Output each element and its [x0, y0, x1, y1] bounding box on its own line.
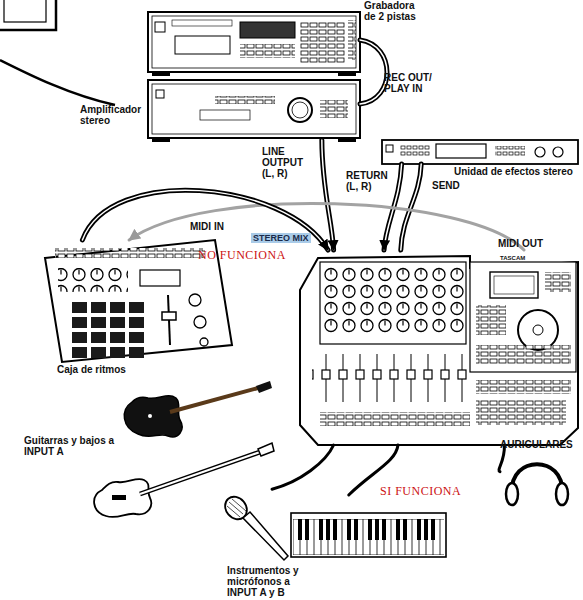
device-label: Caja de ritmos — [57, 364, 177, 375]
audio-cable — [322, 140, 334, 250]
device-label: Guitarras y bajos a INPUT A — [24, 435, 124, 457]
connection-label: MIDI OUT — [498, 238, 558, 249]
guitars-group: Guitarras y bajos a INPUT A — [20, 380, 272, 520]
cable-line — [129, 203, 524, 250]
cable-line — [384, 164, 402, 250]
cable-line — [384, 164, 402, 250]
audio-cable — [360, 40, 387, 104]
cable-line — [82, 190, 328, 250]
device-label: Unidad de efectos stereo — [454, 166, 583, 177]
arrow-head — [322, 140, 334, 250]
cable-line — [360, 40, 387, 104]
port-label: MIDI IN — [190, 221, 224, 232]
mic-keyboard-group: Instrumentos y micrófonos a INPUT A y B — [225, 495, 450, 600]
cable-line — [82, 190, 328, 250]
audio-cable — [384, 164, 402, 250]
midi-cable — [129, 203, 524, 250]
cable-line — [360, 40, 387, 104]
arrow-head — [360, 40, 387, 104]
status-note: SI FUNCIONA — [380, 484, 461, 499]
arrow-head — [401, 164, 421, 250]
recorder-device: Grabadora de 2 pistas — [148, 12, 360, 74]
headphones-device: AURICULARES — [500, 442, 578, 508]
connection-label: LINE OUTPUT (L, R) — [262, 146, 318, 179]
cable-line — [401, 164, 421, 250]
device-label: Instrumentos y micrófonos a INPUT A y B — [227, 565, 313, 598]
audio-cable — [82, 190, 328, 250]
amplifier-device: Amplificador stereo — [148, 80, 360, 140]
connection-label: RETURN (L, R) — [346, 170, 386, 192]
arrow-head — [82, 190, 328, 250]
highlighted-port-label: STEREO MIX — [251, 233, 311, 243]
device-label: Amplificador stereo — [80, 104, 146, 126]
device-label: AURICULARES — [500, 439, 580, 450]
arrow-head — [129, 203, 524, 250]
connection-label: REC OUT/ PLAY IN — [384, 72, 444, 94]
device-label: TASCAM — [500, 255, 550, 262]
arrow-head — [272, 445, 334, 489]
audio-cable — [401, 164, 421, 250]
cable-line — [322, 140, 334, 250]
device-label: Grabadora de 2 pistas — [364, 0, 428, 22]
multitrack-mixer-device: TASCAM — [300, 250, 580, 445]
cable-line — [322, 140, 334, 250]
audio-cable — [272, 445, 334, 489]
cable-line — [401, 164, 421, 250]
connection-label: SEND — [432, 180, 472, 191]
cable-line — [272, 445, 334, 489]
status-note: NO FUNCIONA — [198, 248, 286, 263]
arrow-head — [384, 164, 402, 250]
effects-unit-device: Unidad de efectos stereo — [382, 140, 578, 164]
